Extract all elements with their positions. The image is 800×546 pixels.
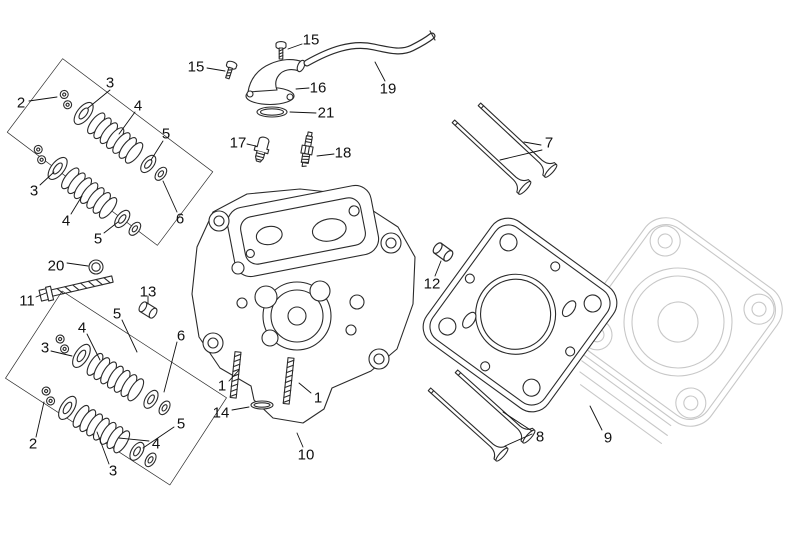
part-number-label: 4 (152, 436, 160, 453)
leader-line (589, 405, 603, 431)
part-number-label: 4 (78, 320, 86, 337)
leader-line (374, 61, 386, 82)
part-number-label: 17 (230, 135, 247, 152)
leader-line (499, 149, 543, 161)
head-gasket (422, 217, 618, 413)
leader-line (502, 411, 533, 432)
leader-line (434, 260, 442, 277)
leader-line (70, 195, 83, 215)
part-number-label: 5 (177, 416, 185, 433)
leader-line (87, 89, 111, 109)
leader-line (86, 333, 101, 361)
leader-line (163, 341, 178, 393)
part-number-label: 5 (94, 231, 102, 248)
leader-line (231, 406, 250, 411)
leader-line (28, 96, 58, 102)
leader-line (35, 401, 45, 438)
part-number-label: 2 (17, 95, 25, 112)
leader-line (39, 171, 55, 186)
part-number-label: 4 (62, 213, 70, 230)
part-number-label: 3 (30, 183, 38, 200)
part-number-label: 11 (19, 293, 35, 310)
leader-line (162, 180, 178, 213)
cylinder-head (191, 184, 416, 424)
dowel-pin (430, 240, 456, 264)
thermostat-cover (245, 59, 306, 106)
part-number-label: 2 (29, 436, 37, 453)
part-number-label: 3 (106, 75, 114, 92)
part-number-label: 10 (298, 447, 315, 464)
leader-line (142, 426, 175, 449)
part-number-label: 6 (176, 211, 184, 228)
cover-screw (222, 59, 239, 81)
coolant-hose (303, 30, 436, 67)
part-number-label: 21 (318, 105, 335, 122)
part-number-label: 5 (113, 306, 121, 323)
leader-line (228, 369, 240, 382)
part-number-label: 5 (162, 126, 170, 143)
part-number-label: 12 (424, 276, 441, 293)
leader-line (121, 319, 138, 353)
part-number-label: 6 (177, 328, 185, 345)
part-number-label: 3 (109, 463, 117, 480)
cover-screw (275, 41, 287, 60)
part-number-label: 15 (303, 32, 320, 49)
part-number-label: 1 (314, 390, 322, 407)
leader-line (150, 140, 164, 161)
leader-line (35, 292, 47, 298)
leader-line (296, 432, 304, 448)
leader-line (118, 437, 150, 442)
leader-line (66, 262, 89, 267)
spark-plug (300, 131, 314, 167)
part-number-label: 13 (140, 284, 157, 301)
part-number-label: 1 (218, 378, 226, 395)
part-number-label: 16 (310, 80, 327, 97)
exhaust-valve (423, 382, 510, 464)
part-number-label: 20 (48, 258, 65, 275)
cylinder-ghost (573, 217, 783, 445)
leader-line (96, 431, 110, 465)
o-ring-21 (256, 106, 288, 118)
leader-line (316, 153, 335, 157)
leader-line (206, 67, 226, 72)
part-number-label: 4 (134, 98, 142, 115)
leader-line (50, 350, 73, 357)
o-ring-20 (88, 259, 104, 275)
leader-line (246, 143, 257, 147)
part-number-label: 9 (604, 430, 612, 447)
cylinder-head-bolt (38, 275, 114, 302)
part-number-label: 8 (536, 429, 544, 446)
part-number-label: 7 (545, 135, 553, 152)
valve-spring-assembly (33, 379, 162, 474)
part-number-label: 18 (335, 145, 352, 162)
leader-line (523, 141, 542, 146)
leader-line (118, 111, 136, 135)
part-number-label: 15 (188, 59, 205, 76)
leader-line (103, 221, 119, 234)
temp-sensor (253, 136, 270, 163)
o-ring-14 (250, 400, 274, 410)
leader-line (298, 382, 312, 394)
leader-line (295, 87, 310, 90)
leader-line (287, 43, 303, 50)
leader-line (504, 433, 533, 447)
part-number-label: 19 (380, 81, 397, 98)
part-number-label: 14 (213, 405, 230, 422)
part-number-label: 3 (41, 340, 49, 357)
leader-line (289, 111, 317, 114)
